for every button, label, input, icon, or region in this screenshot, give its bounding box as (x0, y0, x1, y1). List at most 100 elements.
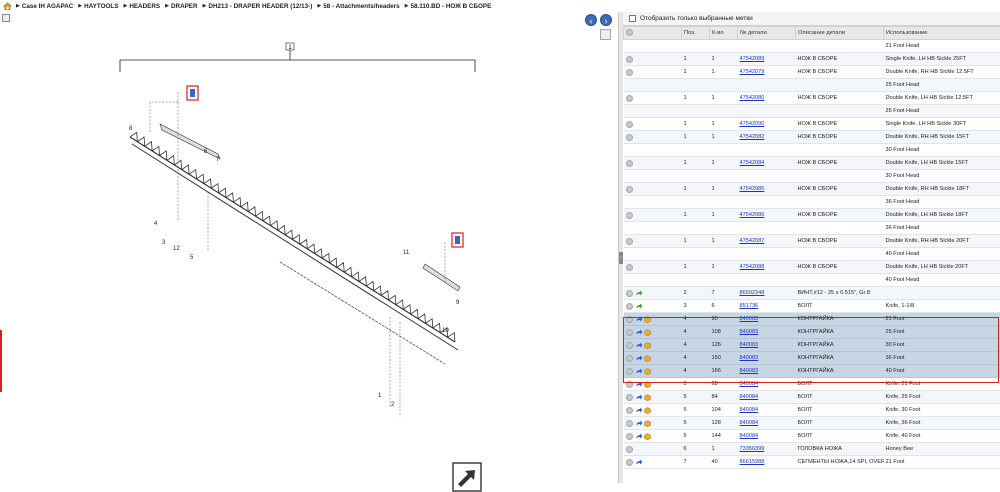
info-icon[interactable] (626, 134, 633, 141)
breadcrumb-item[interactable]: ▶58 - Attachments/headers (317, 3, 399, 10)
info-icon[interactable] (626, 29, 633, 36)
breadcrumb-item[interactable]: ▶DRAPER (165, 3, 197, 10)
package-icon[interactable] (644, 407, 651, 414)
info-icon[interactable] (626, 459, 633, 466)
part-number-link[interactable]: 47542084 (740, 160, 765, 166)
part-number-link[interactable]: 47542088 (740, 264, 765, 270)
info-icon[interactable] (626, 394, 633, 401)
breadcrumb-item[interactable]: ▶HAYTOOLS (78, 3, 118, 10)
blue-arrow-icon[interactable] (635, 316, 643, 323)
pin-icon[interactable] (2, 14, 10, 22)
info-icon[interactable] (626, 342, 633, 349)
table-row[interactable]: 25 Foot Head (624, 105, 1000, 118)
info-icon[interactable] (626, 316, 633, 323)
blue-arrow-icon[interactable] (635, 407, 643, 414)
header-qty[interactable]: К-во (710, 27, 738, 40)
info-icon[interactable] (626, 121, 633, 128)
part-number-link[interactable]: 47542087 (740, 238, 765, 244)
info-icon[interactable] (626, 407, 633, 414)
info-icon[interactable] (626, 212, 633, 219)
info-icon[interactable] (626, 303, 633, 310)
part-number-link[interactable]: 47542090 (740, 121, 765, 127)
blue-arrow-icon[interactable] (635, 394, 643, 401)
part-number-link[interactable]: 86615988 (740, 459, 765, 465)
info-icon[interactable] (626, 368, 633, 375)
part-number-link[interactable]: 73356399 (740, 446, 765, 452)
package-icon[interactable] (644, 420, 651, 427)
home-icon[interactable] (3, 2, 12, 10)
part-number-link[interactable]: 86502348 (740, 290, 765, 296)
table-row[interactable]: 36 Foot Head (624, 196, 1000, 209)
table-row[interactable]: 30 Foot Head (624, 170, 1000, 183)
info-icon[interactable] (626, 446, 633, 453)
next-page-button[interactable]: › (600, 14, 612, 26)
info-icon[interactable] (626, 160, 633, 167)
info-icon[interactable] (626, 56, 633, 63)
part-number-link[interactable]: 851736 (740, 303, 759, 309)
table-row[interactable]: 30 Foot Head (624, 144, 1000, 157)
part-number-link[interactable]: 840083 (740, 329, 759, 335)
show-selected-checkbox[interactable] (629, 15, 636, 22)
part-number-link[interactable]: 840084 (740, 433, 759, 439)
package-icon[interactable] (644, 316, 651, 323)
info-icon[interactable] (626, 264, 633, 271)
table-row[interactable]: 25 Foot Head (624, 79, 1000, 92)
package-icon[interactable] (644, 433, 651, 440)
part-number-link[interactable]: 47542080 (740, 95, 765, 101)
part-number-link[interactable]: 47542082 (740, 134, 765, 140)
info-icon[interactable] (626, 433, 633, 440)
part-number-link[interactable]: 840084 (740, 381, 759, 387)
table-row[interactable]: 21 Foot Head (624, 40, 1000, 53)
part-number-link[interactable]: 840083 (740, 316, 759, 322)
blue-arrow-icon[interactable] (635, 355, 643, 362)
header-part-number[interactable]: № детали (738, 27, 796, 40)
part-number-link[interactable]: 47542079 (740, 69, 765, 75)
blue-arrow-icon[interactable] (635, 342, 643, 349)
part-number-link[interactable]: 840083 (740, 342, 759, 348)
table-row[interactable]: 40 Foot Head (624, 248, 1000, 261)
blue-arrow-icon[interactable] (635, 420, 643, 427)
blue-arrow-icon[interactable] (635, 329, 643, 336)
package-icon[interactable] (644, 342, 651, 349)
info-icon[interactable] (626, 290, 633, 297)
breadcrumb-item[interactable]: ▶Case IH AGAPAC (16, 3, 73, 10)
header-description[interactable]: Описание детали (796, 27, 884, 40)
blue-arrow-icon[interactable] (635, 368, 643, 375)
breadcrumb-item[interactable]: ▶DH213 - DRAPER HEADER (12/13-) (203, 3, 313, 10)
previous-page-button[interactable]: ‹ (585, 14, 597, 26)
part-number-link[interactable]: 47542089 (740, 56, 765, 62)
part-number-link[interactable]: 840083 (740, 368, 759, 374)
green-arrow-icon[interactable] (635, 290, 643, 297)
part-number-link[interactable]: 840084 (740, 420, 759, 426)
package-icon[interactable] (644, 394, 651, 401)
blue-arrow-icon[interactable] (635, 381, 643, 388)
info-icon[interactable] (626, 420, 633, 427)
blue-arrow-icon[interactable] (635, 433, 643, 440)
header-usage[interactable]: Использование (884, 27, 1000, 40)
info-icon[interactable] (626, 355, 633, 362)
package-icon[interactable] (644, 381, 651, 388)
info-icon[interactable] (626, 186, 633, 193)
info-icon[interactable] (626, 95, 633, 102)
package-icon[interactable] (644, 368, 651, 375)
